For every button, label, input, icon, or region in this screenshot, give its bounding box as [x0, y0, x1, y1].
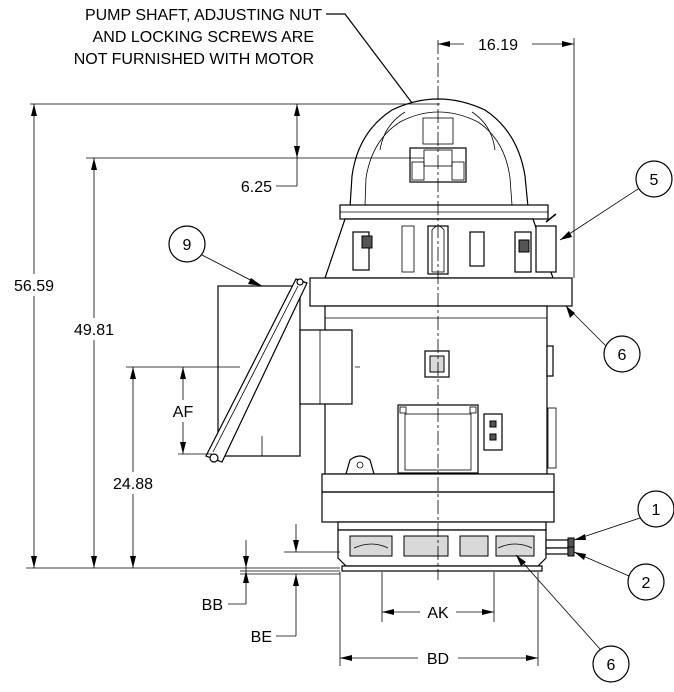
- bracket-bolt-2: [518, 239, 530, 253]
- locking-screw-right: [451, 161, 465, 181]
- bracket-window-2: [469, 231, 485, 267]
- note-line-2: AND LOCKING SCREWS ARE: [93, 29, 314, 46]
- dome-highlight-left: [379, 111, 406, 151]
- balloon-9: [168, 225, 206, 263]
- balloon-6-lower: [592, 645, 630, 683]
- balloon-5-label: 5: [650, 172, 659, 189]
- balloon-9-label: 9: [183, 237, 192, 254]
- dimensions: 16.19 6.25 56.59 49.81 24.88 A: [6, 34, 575, 668]
- base-top-plate: [337, 521, 547, 531]
- balloon-2: [627, 563, 665, 601]
- terminal-block: [483, 413, 503, 451]
- mounting-face: [341, 565, 543, 572]
- base-window-2: [403, 535, 449, 557]
- balloon-1-label: 1: [652, 502, 661, 519]
- dome-highlight-right: [471, 111, 496, 151]
- dim-width-top: 16.19: [478, 37, 518, 54]
- base-window-4: [495, 535, 535, 557]
- balloon-6-lower-label: 6: [607, 657, 616, 674]
- base-fitting-1: [545, 539, 569, 549]
- cover-screw-top: [296, 278, 304, 286]
- balloon-6-upper-label: 6: [618, 347, 627, 364]
- balloon-2-label: 2: [642, 575, 651, 592]
- balloon-6-upper: [603, 335, 641, 373]
- base-window-3: [459, 535, 489, 557]
- cover-screw-bottom: [209, 453, 219, 463]
- note-line-1: PUMP SHAFT, ADJUSTING NUT: [85, 7, 322, 24]
- grease-fitting-housing: [535, 225, 557, 273]
- dim-be: BE: [251, 629, 272, 646]
- dim-ak: AK: [427, 605, 449, 622]
- dim-af: AF: [173, 404, 194, 421]
- lifting-eye: [345, 455, 375, 475]
- locking-screw-left: [411, 161, 425, 181]
- note-line-3: NOT FURNISHED WITH MOTOR: [74, 51, 314, 68]
- conduit-box: [205, 278, 353, 463]
- bracket-bolt-1: [361, 235, 373, 249]
- dome-inner-line: [364, 111, 513, 206]
- base-window-1: [349, 535, 393, 557]
- main-flange-plate: [309, 277, 573, 307]
- bracket-rib-1: [401, 225, 415, 273]
- frame-lifting-lug: [546, 345, 554, 377]
- conduit-neck: [299, 329, 353, 405]
- dim-bb: BB: [202, 597, 223, 614]
- base-fitting-2: [545, 547, 569, 555]
- callout-balloons: 9 5 6 1 2 6: [168, 160, 674, 683]
- balloon-1: [637, 490, 674, 528]
- dim-shaft-height: 49.81: [74, 322, 114, 339]
- dim-cap-height: 6.25: [241, 179, 272, 196]
- note-leader-line: [326, 13, 441, 141]
- balloon-5: [635, 160, 673, 198]
- dim-conduit-height: 24.88: [113, 476, 153, 493]
- dim-overall-height: 56.59: [14, 278, 54, 295]
- grease-fitting: [545, 213, 557, 223]
- motor-body: [240, 40, 575, 580]
- furnished-note: PUMP SHAFT, ADJUSTING NUT AND LOCKING SC…: [74, 7, 441, 141]
- dim-bd: BD: [427, 651, 449, 668]
